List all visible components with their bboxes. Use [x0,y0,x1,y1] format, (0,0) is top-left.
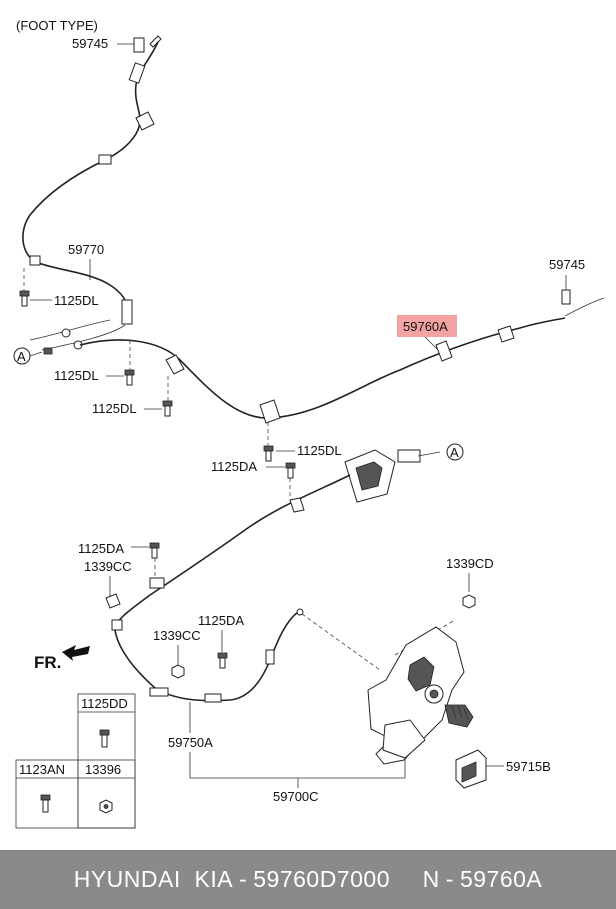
part-label-59745-top: 59745 [72,36,108,51]
highlight-box-59760a [397,315,457,337]
part-label-1125dl-3: 1125DL [92,401,137,416]
foot-type-label: (FOOT TYPE) [16,18,98,33]
part-label-1339cc-1: 1339CC [84,559,132,574]
legend-1125dd: 1125DD [81,696,128,711]
bolt-icon [149,542,160,559]
cable-grommet [204,693,222,703]
cable-fitting [128,62,146,84]
cable-grommet [149,687,169,697]
callout-circle-a-right [446,443,464,461]
bolt-icon [285,462,296,479]
part-number-footer: HYUNDAI KIA - 59760D7000 N - 59760A [0,850,616,909]
cable-grommet [29,255,41,266]
part-label-59770: 59770 [68,242,104,257]
footer-gap [396,866,417,893]
part-label-59700c: 59700C [273,789,319,804]
cable-grommet [98,154,112,165]
cable-bracket [289,497,305,513]
part-label-1125dl-1: 1125DL [54,293,99,308]
bolt-icon [162,400,173,417]
parking-brake-pedal-assembly [367,626,474,765]
cable-bracket [497,325,515,343]
footer-brand: HYUNDAI KIA [73,866,234,892]
cable-end-clip-top [133,35,162,53]
cable-59770 [22,41,159,316]
bolt-icon [40,794,51,813]
part-label-1125dl-2: 1125DL [54,368,99,383]
cable-bracket [259,399,281,424]
nut-icon [99,799,113,814]
cable-bracket [135,111,155,131]
part-label-1125da-1: 1125DA [211,459,257,474]
part-label-59745-right: 59745 [549,257,585,272]
cable-clip [105,593,121,609]
nut-icon [462,594,476,609]
assembly-bracket-line [189,745,406,779]
bolt-icon [263,445,274,462]
footer-n: N [422,866,440,892]
cable-grommet [265,649,275,665]
bolt-icon [99,729,110,748]
cable-59750a [114,474,351,702]
cable-bracket [435,340,453,362]
part-label-1125dl-4: 1125DL [297,443,342,458]
bolt-icon [124,369,135,386]
bolt-icon [19,290,30,307]
nut-icon [171,664,185,679]
footer-separator: - [445,866,454,892]
footer-part-number: 59760D7000 [253,866,390,892]
part-label-1125da-3: 1125DA [198,613,244,628]
front-direction-label: FR. [34,653,61,672]
cable-bracket [149,577,165,589]
callout-a-right: A [450,445,459,460]
legend-1123an: 1123AN [19,762,65,777]
pedal-pad-59715b [455,749,487,789]
equalizer-bracket [344,449,421,503]
bolt-icon [217,652,228,669]
part-label-59760a: 59760A [403,319,448,334]
cable-bracket [165,354,185,375]
part-label-1125da-2: 1125DA [78,541,124,556]
part-label-59750a: 59750A [168,735,213,750]
cable-59760a [79,317,566,419]
fastener-legend-table: 1125DD 1123AN 13396 [15,693,136,829]
footer-ref: 59760A [459,866,543,892]
parking-brake-cable-diagram: (FOOT TYPE) 59745 59770 1125DL A 59745 5… [13,18,605,829]
cable-grommet [111,619,123,631]
cable-bracket [121,299,133,325]
part-label-1339cc-2: 1339CC [153,628,201,643]
part-label-59715b: 59715B [506,759,551,774]
footer-separator: - [239,866,248,892]
callout-a-left: A [17,349,26,364]
part-label-1339cd: 1339CD [446,556,494,571]
legend-13396: 13396 [85,762,121,777]
cable-end-clip-right [561,289,605,317]
front-arrow-icon [62,645,90,661]
